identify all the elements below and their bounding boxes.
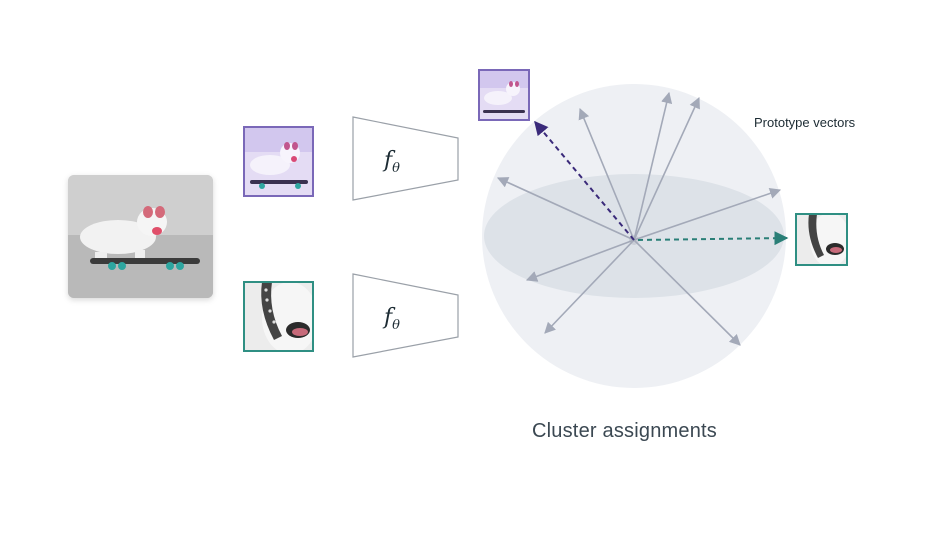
encoder-top: fθ: [352, 116, 459, 201]
augmented-view-purple: [243, 126, 314, 197]
encoder-bottom: fθ: [352, 273, 459, 358]
assigned-thumbnail-purple: [478, 69, 530, 121]
prototype-vector: [633, 96, 700, 241]
augmented-view-teal: [243, 281, 314, 352]
prototype-vector: [496, 177, 635, 241]
source-image: [68, 175, 213, 298]
prototype-vectors: [496, 91, 782, 346]
prototype-vector: [633, 239, 741, 346]
prototype-vector: [633, 187, 782, 241]
prototype-vectors-label: Prototype vectors: [754, 115, 856, 130]
assignment-arrow-teal: [637, 231, 789, 246]
prototype-vector: [578, 107, 635, 241]
prototype-vector: [633, 91, 673, 241]
assigned-thumbnail-teal: [795, 213, 848, 266]
cluster-assignments-label: Cluster assignments: [532, 420, 717, 442]
prototype-vector: [544, 239, 635, 334]
prototype-vector: [525, 239, 635, 282]
assignment-arrow-purple: [534, 120, 635, 241]
